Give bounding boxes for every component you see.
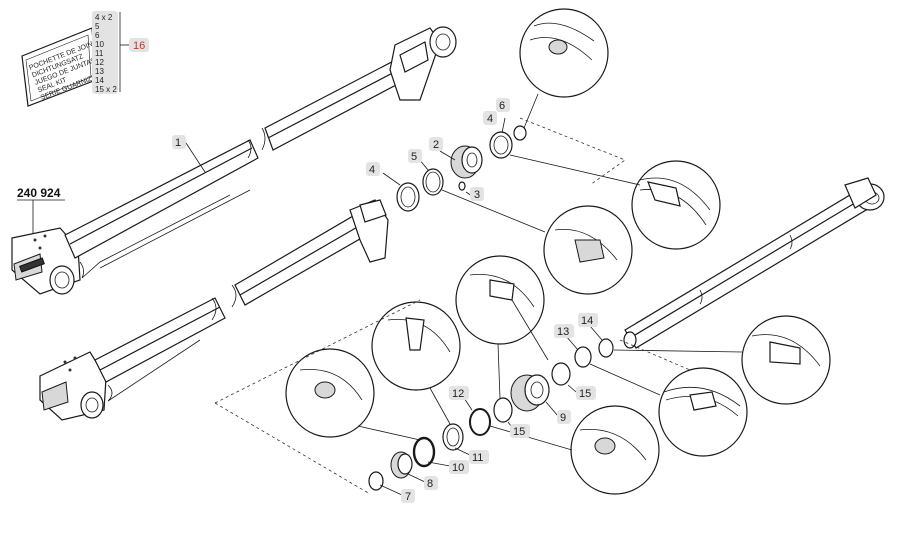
callout-3: 3 xyxy=(474,189,480,201)
kit-item-5: 5 xyxy=(95,22,100,31)
callout-5: 5 xyxy=(411,151,417,163)
seal-ring-15-left xyxy=(493,397,513,423)
detail-views xyxy=(285,8,831,495)
callout-2: 2 xyxy=(433,139,439,151)
callout-14: 14 xyxy=(581,315,593,327)
seal-ring-14 xyxy=(598,338,614,358)
seal-ring-11 xyxy=(442,423,464,451)
seal-ring-4-left xyxy=(396,182,420,212)
callout-16: 16 xyxy=(133,40,145,52)
seal-ring-7 xyxy=(368,471,384,491)
callout-13: 13 xyxy=(557,326,569,338)
gland-nut-2 xyxy=(450,145,483,179)
callout-labels: 1 2 3 4 4 5 6 7 8 9 10 11 12 13 14 15 15 xyxy=(172,98,598,503)
seal-ring-10 xyxy=(412,436,436,468)
piston-9 xyxy=(510,374,550,412)
seal-ring-13 xyxy=(574,346,592,368)
seal-ring-4-top xyxy=(489,131,513,159)
kit-item-4: 4 x 2 xyxy=(95,13,113,22)
callout-10: 10 xyxy=(452,462,464,474)
seals-and-rings xyxy=(368,125,614,491)
callout-7: 7 xyxy=(405,491,411,503)
lower-cylinder-barrel xyxy=(39,199,389,421)
seal-ring-15-right xyxy=(551,362,571,386)
assembly-dashed-outline xyxy=(214,117,691,495)
callout-12: 12 xyxy=(452,388,464,400)
seal-kit-label: POCHETTE DE JOINTS DICHTUNGSATZ JUEGO DE… xyxy=(21,11,149,107)
callout-4-top: 4 xyxy=(487,113,493,125)
kit-item-10: 10 xyxy=(95,40,104,49)
kit-item-11: 11 xyxy=(95,49,104,58)
kit-item-13: 13 xyxy=(95,67,104,76)
svg-text:240 924: 240 924 xyxy=(17,186,61,200)
upper-cylinder-barrel xyxy=(11,26,457,295)
callout-9: 9 xyxy=(560,412,566,424)
kit-item-12: 12 xyxy=(95,58,104,67)
callout-11: 11 xyxy=(472,452,483,464)
callout-1: 1 xyxy=(175,137,181,149)
grease-nipple-3 xyxy=(458,181,466,191)
seal-ring-12 xyxy=(469,408,491,436)
callout-6: 6 xyxy=(499,100,505,112)
leader-lines xyxy=(185,93,743,496)
seal-ring-6 xyxy=(513,125,527,141)
callout-15-right: 15 xyxy=(579,388,591,400)
kit-item-15: 15 x 2 xyxy=(95,85,117,94)
piston-rod xyxy=(623,177,885,349)
kit-item-6: 6 xyxy=(95,31,100,40)
callout-8: 8 xyxy=(427,478,433,490)
kit-item-14: 14 xyxy=(95,76,104,85)
callout-4-left: 4 xyxy=(369,164,375,176)
callout-15-left: 15 xyxy=(513,426,525,438)
